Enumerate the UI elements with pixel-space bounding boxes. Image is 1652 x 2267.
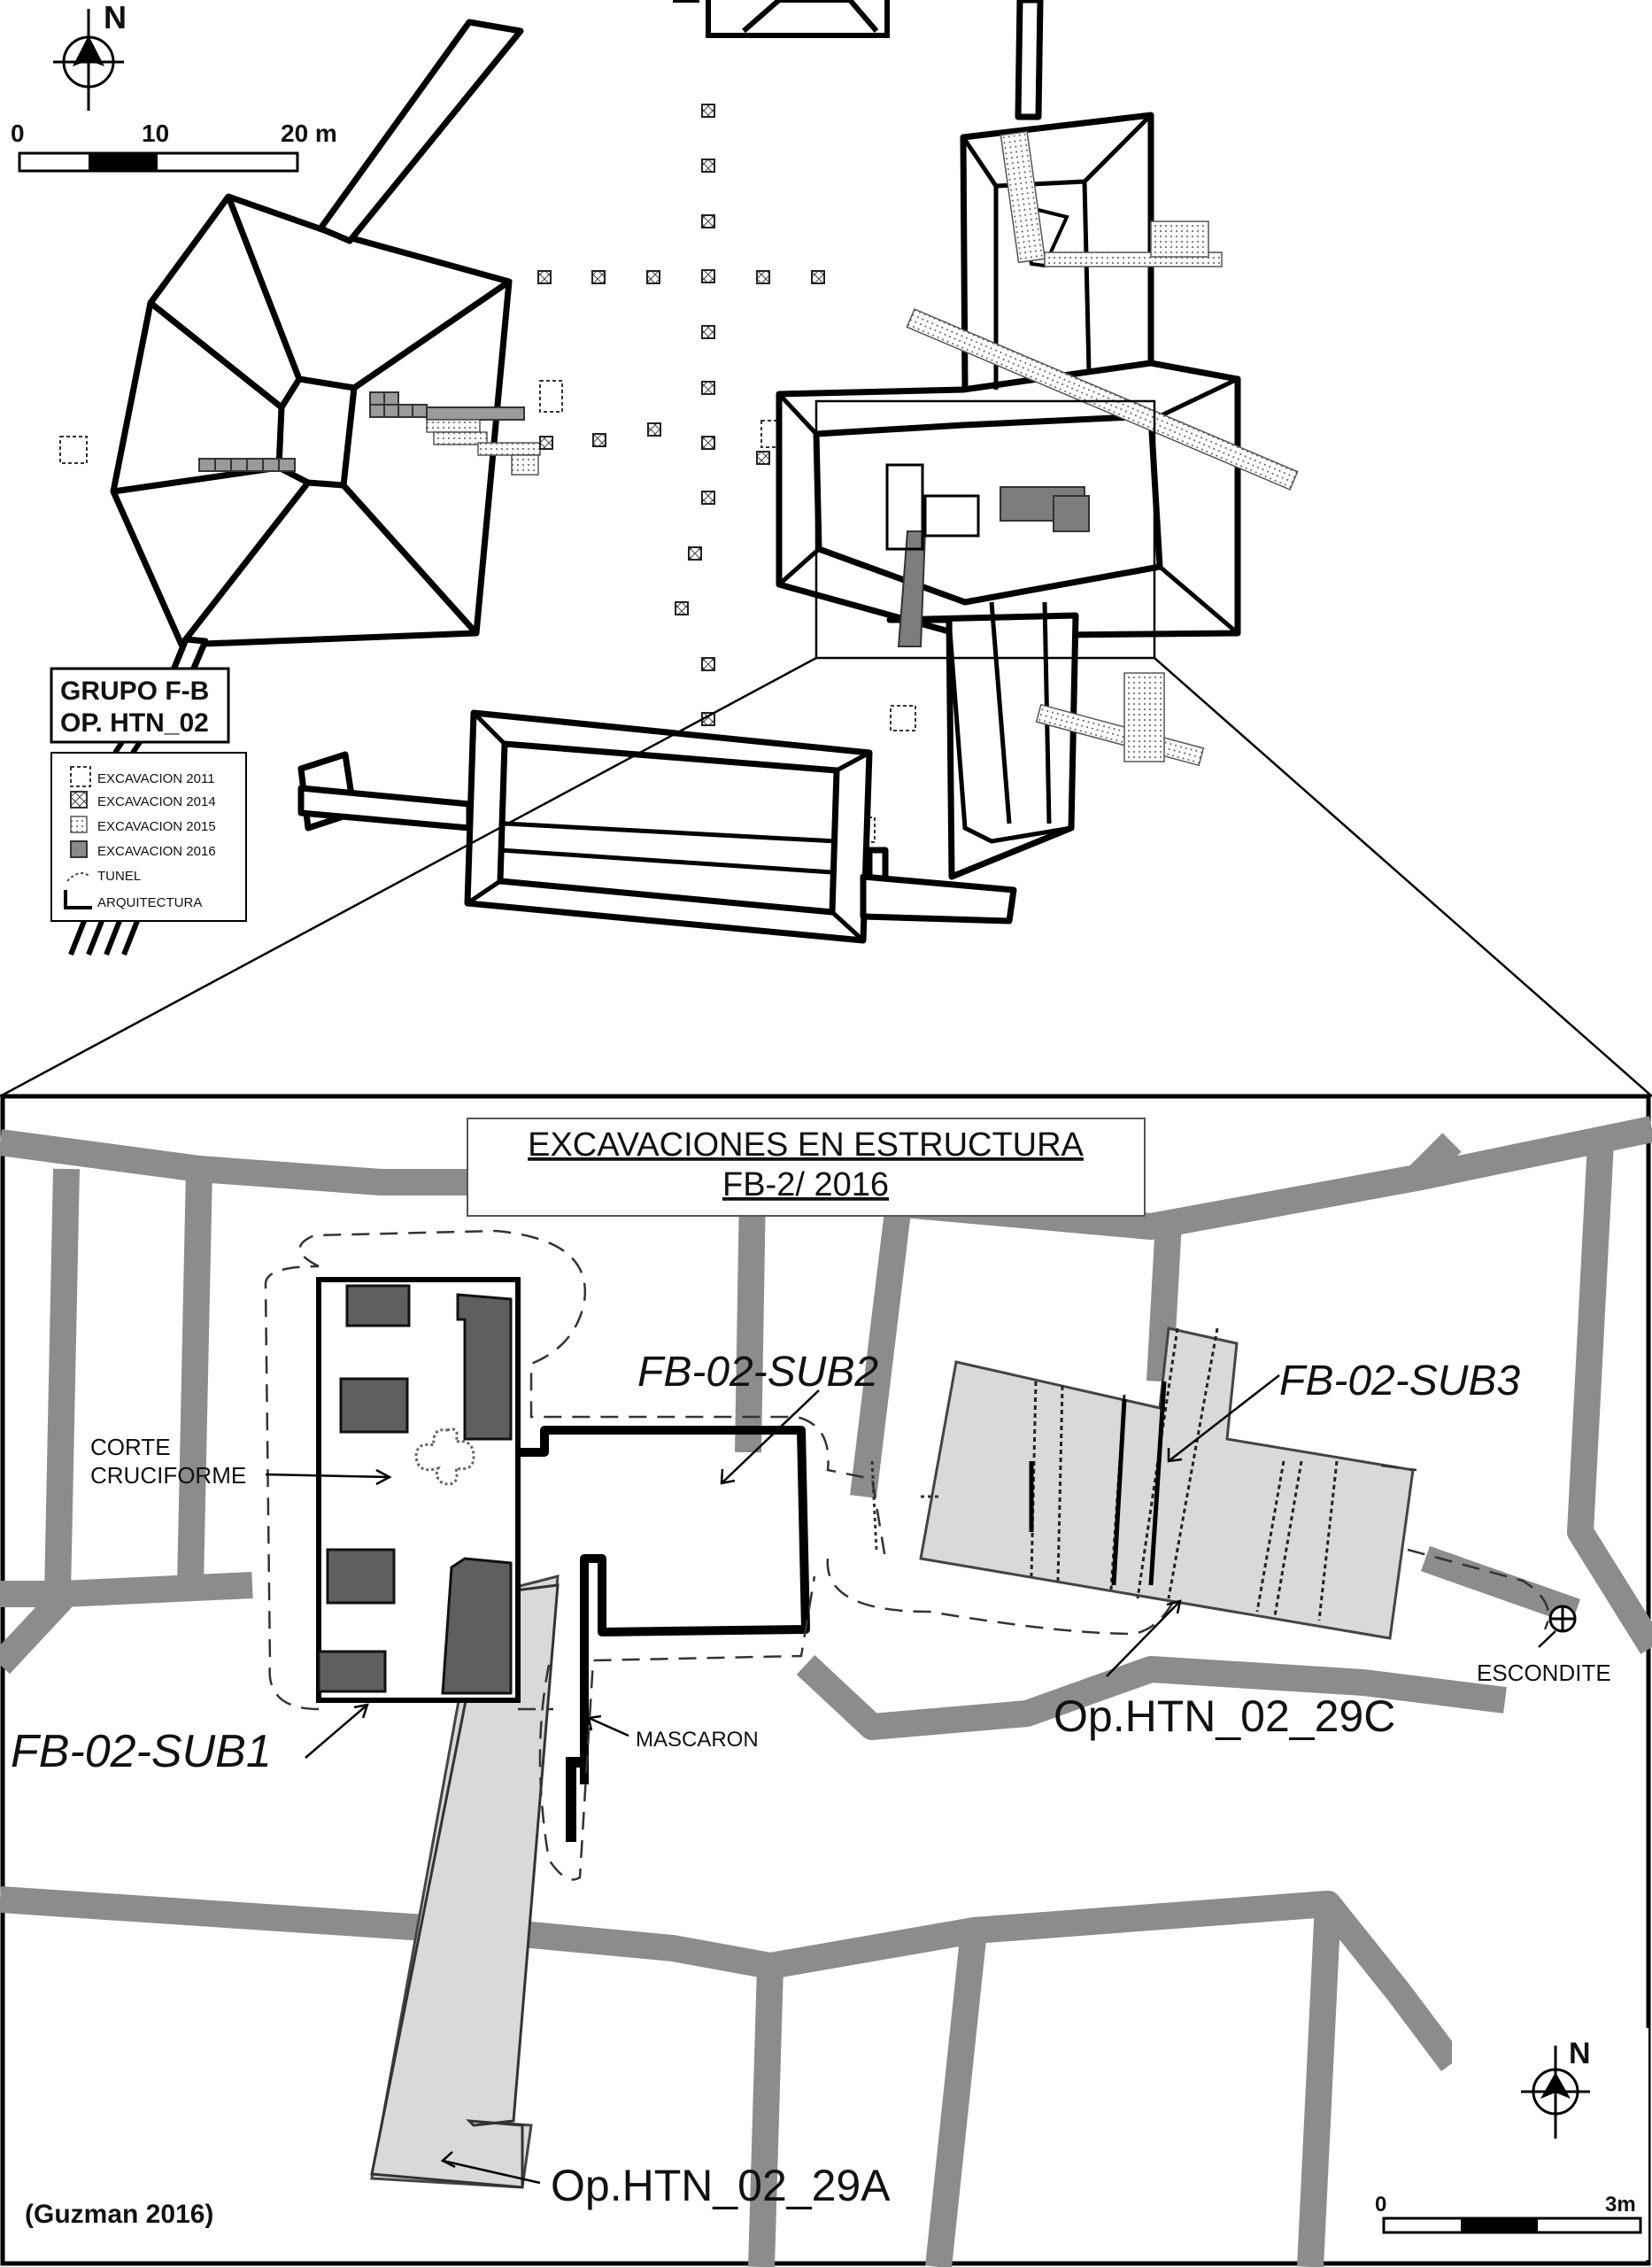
label-sub2: FB-02-SUB2: [637, 1349, 878, 1396]
tunnel-dotted: [870, 1460, 938, 1551]
overview-map: N 0 10 20 m: [0, 0, 1652, 1098]
trench-29a-body: [370, 1583, 560, 2189]
group-title-line2: OP. HTN_02: [60, 708, 209, 738]
label-corte: CORTE: [90, 1434, 171, 1460]
mascaron-wall: [566, 1757, 584, 1842]
detail-area-small: [885, 463, 980, 551]
north-arrow-icon: [53, 9, 124, 111]
label-mascaron: MASCARON: [636, 1728, 759, 1752]
detail-scale-bar: [1382, 2217, 1642, 2234]
legend-icon-tunel: [66, 872, 91, 882]
detail-map: EXCAVACIONES EN ESTRUCTURA FB-2/ 2016: [0, 1094, 1652, 2267]
legend-icon-2011: [70, 766, 91, 787]
group-title-box: [50, 667, 230, 744]
label-escondite: ESCONDITE: [1477, 1660, 1611, 1686]
north-structure: [673, 0, 890, 38]
inset-leader-right: [1154, 657, 1652, 1097]
cruciform-cut: [414, 1428, 475, 1486]
inset-leader-left: [0, 656, 817, 1098]
north-label: N: [104, 0, 127, 35]
label-op-29a: Op.HTN_02_29A: [551, 2161, 891, 2210]
inset-frame: [814, 399, 1156, 660]
scale-label-0: 0: [11, 120, 25, 147]
central-structure: [297, 0, 1241, 944]
legend: EXCAVACION 2011 EXCAVACION 2014 EXCAVACI…: [50, 752, 247, 922]
scale-label-20: 20 m: [281, 120, 337, 147]
tunnel-outlines: [264, 1229, 1550, 1881]
legend-label-2015: EXCAVACION 2015: [97, 819, 216, 834]
label-op-29c: Op.HTN_02_29C: [1054, 1691, 1395, 1741]
trench-29c-solid-lines: [1029, 1381, 1167, 1586]
label-sub1: FB-02-SUB1: [11, 1726, 272, 1777]
detail-title-line1: EXCAVACIONES EN ESTRUCTURA: [528, 1126, 1084, 1164]
detail-north-label: N: [1569, 2037, 1591, 2070]
detail-title-line2: FB-2/ 2016: [722, 1166, 889, 1203]
sub1-features: [317, 1284, 513, 1695]
excavation-2016-central: [897, 486, 1090, 647]
detail-scale-label-3m: 3m: [1605, 2193, 1636, 2217]
legend-icon-arquitectura: [64, 890, 92, 909]
legend-icon-2016: [70, 840, 88, 858]
label-arrows: [265, 1374, 1556, 2185]
label-sub3: FB-02-SUB3: [1279, 1358, 1520, 1404]
scale-bar: [18, 151, 299, 173]
label-cruciforme: CRUCIFORME: [90, 1462, 246, 1489]
excavation-2016-west: [198, 391, 525, 472]
excavation-2014-grid: [537, 104, 825, 726]
legend-label-2011: EXCAVACION 2011: [97, 771, 215, 786]
group-title-line1: GRUPO F-B: [60, 677, 209, 706]
legend-icon-2014: [70, 791, 88, 809]
detail-scale-label-0: 0: [1375, 2193, 1386, 2217]
scale-label-10: 10: [142, 120, 169, 147]
credit: (Guzman 2016): [25, 2200, 213, 2229]
legend-label-tunel: TUNEL: [97, 869, 141, 884]
legend-icon-2015: [70, 816, 88, 833]
excavation-2015-west: [426, 419, 541, 476]
legend-label-2016: EXCAVACION 2016: [97, 844, 216, 859]
detail-title-box: [467, 1118, 1146, 1217]
legend-label-2014: EXCAVACION 2014: [97, 794, 216, 809]
escondite-icon: [1548, 1605, 1577, 1633]
detail-north-arrow-icon: [1521, 2046, 1590, 2139]
excavation-2015-trenches: [906, 130, 1299, 767]
legend-label-arquitectura: ARQUITECTURA: [97, 895, 202, 910]
